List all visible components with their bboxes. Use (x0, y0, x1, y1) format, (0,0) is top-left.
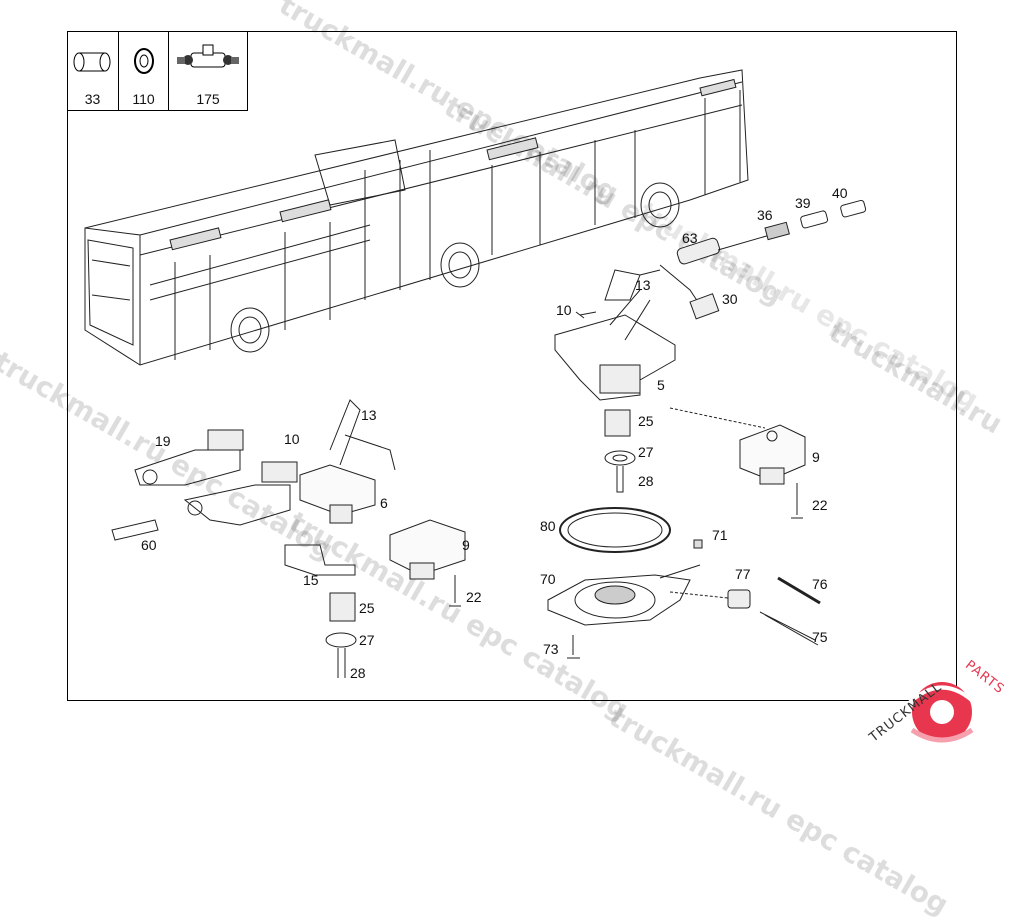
legend-cell: 33 (67, 31, 118, 110)
part-label[interactable]: 9 (812, 449, 820, 465)
part-label[interactable]: 63 (682, 230, 698, 246)
part-label[interactable]: 73 (543, 641, 559, 657)
parts-diagram: 13 10 63 36 39 40 30 5 25 27 28 9 22 19 … (84, 69, 867, 681)
part-label[interactable]: 10 (556, 302, 572, 318)
part-label[interactable]: 10 (284, 431, 300, 447)
valve-assembly-upper (554, 199, 867, 401)
gear-icon (905, 682, 979, 743)
legend-table: 33 110 175 (67, 31, 248, 111)
ring-icon (134, 48, 154, 74)
part-label[interactable]: 77 (735, 566, 751, 582)
part-label[interactable]: 6 (380, 495, 388, 511)
tee-connector-icon (177, 44, 239, 68)
part-labels: 13 10 63 36 39 40 30 5 25 27 28 9 22 19 … (141, 185, 848, 681)
part-label[interactable]: 75 (812, 629, 828, 645)
part-label[interactable]: 25 (359, 600, 375, 616)
part-label[interactable]: 9 (462, 537, 470, 553)
part-label[interactable]: 80 (540, 518, 556, 534)
legend-cell: 175 (168, 31, 247, 110)
part-label[interactable]: 27 (638, 444, 654, 460)
part-label[interactable]: 22 (812, 497, 828, 513)
part-label[interactable]: 40 (832, 185, 848, 201)
part-label[interactable]: 36 (757, 207, 773, 223)
legend-number: 175 (196, 91, 220, 107)
legend-number: 33 (84, 91, 101, 107)
part-label[interactable]: 25 (638, 413, 654, 429)
diagram-frame (67, 31, 957, 701)
part-label[interactable]: 5 (657, 377, 665, 393)
part-label[interactable]: 30 (722, 291, 738, 307)
part-label[interactable]: 15 (303, 572, 319, 588)
part-label[interactable]: 60 (141, 537, 157, 553)
part-label[interactable]: 27 (359, 632, 375, 648)
part-label[interactable]: 13 (635, 277, 651, 293)
legend-number: 110 (132, 91, 155, 107)
part-label[interactable]: 22 (466, 589, 482, 605)
part-label[interactable]: 19 (155, 433, 171, 449)
part-label[interactable]: 76 (812, 576, 828, 592)
part-label[interactable]: 28 (350, 665, 366, 681)
legend-cell: 110 (118, 31, 168, 110)
part-label[interactable]: 28 (638, 473, 654, 489)
truckmall-logo: TRUCKMALL PARTS (862, 650, 1022, 750)
bus-illustration (84, 69, 749, 366)
hose-icon (73, 52, 111, 72)
part-label[interactable]: 71 (712, 527, 728, 543)
part-label[interactable]: 13 (361, 407, 377, 423)
part-label[interactable]: 39 (795, 195, 811, 211)
part-label[interactable]: 70 (540, 571, 556, 587)
